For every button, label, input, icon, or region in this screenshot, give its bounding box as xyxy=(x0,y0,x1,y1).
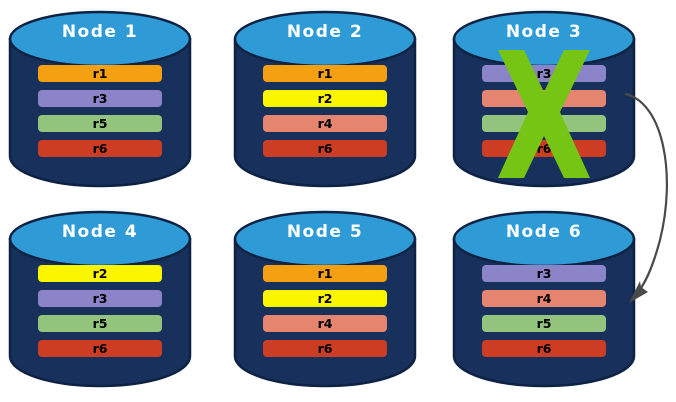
replica-row[interactable]: r4 xyxy=(263,315,387,332)
cylinder-top-ellipse xyxy=(452,10,636,68)
replica-row[interactable]: r6 xyxy=(38,140,162,157)
replica-list: r1 r2 r4 r6 xyxy=(263,65,387,157)
cylinder-top-ellipse xyxy=(8,210,192,268)
replica-row[interactable]: r3 xyxy=(38,90,162,107)
cylinder-top-ellipse xyxy=(233,210,417,268)
replica-row[interactable]: r1 xyxy=(263,265,387,282)
replica-row[interactable]: r4 xyxy=(263,115,387,132)
replica-row[interactable]: r6 xyxy=(263,340,387,357)
cylinder-top-ellipse xyxy=(233,10,417,68)
cylinder-top-ellipse xyxy=(8,10,192,68)
replica-row[interactable]: r6 xyxy=(263,140,387,157)
replica-list: r1 r2 r4 r6 xyxy=(263,265,387,357)
replica-row[interactable]: r6 xyxy=(482,340,606,357)
replica-row[interactable]: r5 xyxy=(38,315,162,332)
replica-row[interactable]: r4 xyxy=(482,290,606,307)
replica-row[interactable]: r3 xyxy=(482,265,606,282)
replica-row[interactable]: r5 xyxy=(482,315,606,332)
replica-row[interactable]: r5 xyxy=(38,115,162,132)
replica-row[interactable]: r6 xyxy=(482,140,606,157)
replica-row[interactable]: r5 xyxy=(482,115,606,132)
replica-row[interactable]: r6 xyxy=(38,340,162,357)
replica-row[interactable]: r3 xyxy=(38,290,162,307)
replica-row[interactable]: r2 xyxy=(38,265,162,282)
replica-row[interactable]: r1 xyxy=(263,65,387,82)
replica-list: r3 r4 r5 r6 xyxy=(482,65,606,157)
replica-row[interactable]: r4 xyxy=(482,90,606,107)
replica-list: r2 r3 r5 r6 xyxy=(38,265,162,357)
replica-list: r1 r3 r5 r6 xyxy=(38,65,162,157)
cylinder-top-ellipse xyxy=(452,210,636,268)
replica-row[interactable]: r3 xyxy=(482,65,606,82)
replica-row[interactable]: r2 xyxy=(263,290,387,307)
replica-row[interactable]: r1 xyxy=(38,65,162,82)
replica-list: r3 r4 r5 r6 xyxy=(482,265,606,357)
replica-row[interactable]: r2 xyxy=(263,90,387,107)
